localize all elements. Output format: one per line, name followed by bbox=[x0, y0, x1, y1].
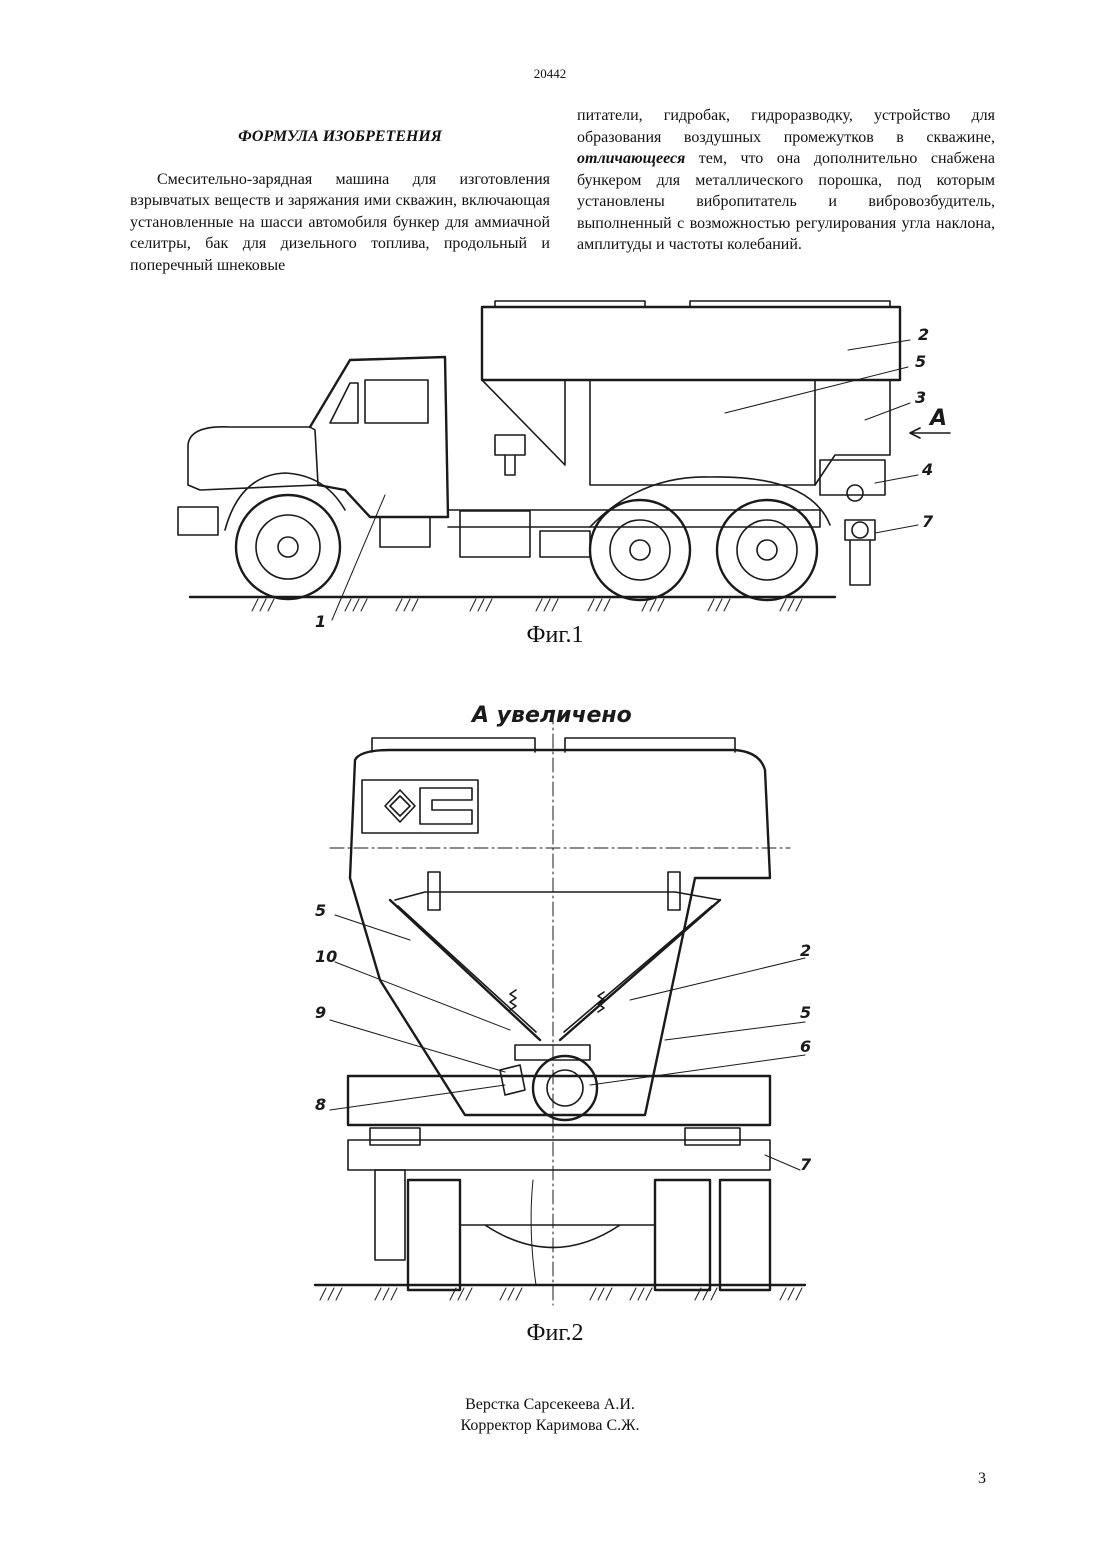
credits: Верстка Сарсекеева А.И. Корректор Каримо… bbox=[0, 1394, 1100, 1436]
fig1-leader-5 bbox=[725, 367, 908, 413]
figure1-drawing: 1 2 5 3 A 4 7 bbox=[170, 295, 970, 635]
fig2-vibro-9 bbox=[500, 1065, 525, 1095]
fig1-steps bbox=[380, 517, 430, 547]
fig1-instrument-box bbox=[495, 435, 525, 475]
credits-proofreader: Корректор Каримова С.Ж. bbox=[0, 1415, 1100, 1436]
fig1-label-4: 4 bbox=[921, 460, 933, 479]
fig1-cab-front-window bbox=[330, 383, 358, 423]
fig1-cab-window bbox=[365, 380, 428, 423]
fig1-label-2: 2 bbox=[918, 325, 929, 344]
fig1-wheel-front bbox=[236, 495, 340, 599]
fig2-label-10: 10 bbox=[315, 947, 337, 966]
fig2-leader-8 bbox=[330, 1085, 505, 1110]
credits-layout: Верстка Сарсекеева А.И. bbox=[0, 1394, 1100, 1415]
fig1-feeder-4 bbox=[820, 460, 885, 495]
fig1-vibro-7 bbox=[845, 520, 875, 585]
claims-right-column: питатели, гидробак, гидроразводку, устро… bbox=[577, 105, 995, 256]
page-number: 3 bbox=[978, 1470, 986, 1488]
fig1-feeder-circle bbox=[847, 485, 863, 501]
fig2-label-7: 7 bbox=[800, 1155, 812, 1174]
fig2-diamond bbox=[385, 790, 415, 822]
fig2-label-5-left: 5 bbox=[315, 901, 326, 920]
figure1-caption: Фиг.1 bbox=[480, 622, 630, 649]
fig2-label-2: 2 bbox=[800, 941, 811, 960]
fig1-label-5: 5 bbox=[915, 352, 926, 371]
fig2-leader-10 bbox=[335, 962, 510, 1030]
figure2-caption: Фиг.2 bbox=[480, 1320, 630, 1347]
fig2-mudflap bbox=[375, 1170, 405, 1260]
fig2-leader-2 bbox=[630, 958, 805, 1000]
fig1-hood bbox=[188, 427, 318, 490]
fig2-label-9: 9 bbox=[315, 1003, 326, 1022]
fig1-frame bbox=[448, 510, 820, 527]
fig1-bunker-3 bbox=[815, 380, 890, 485]
fig2-top-frame bbox=[395, 892, 720, 900]
fig2-leader-5-left bbox=[335, 915, 410, 940]
fig2-wheel-left bbox=[408, 1180, 460, 1290]
claims-emphasis-word: отличающееся bbox=[577, 150, 685, 167]
fig2-inner-hopper-left bbox=[390, 900, 540, 1040]
fig2-springs bbox=[510, 990, 604, 1012]
claims-text-right: питатели, гидробак, гидроразводку, устро… bbox=[577, 105, 995, 256]
fig2-exciter-6 bbox=[533, 1056, 597, 1120]
fig2-title: А увеличено bbox=[470, 703, 632, 728]
fig1-vibro-7-circle bbox=[852, 522, 868, 538]
fig2-label-6: 6 bbox=[800, 1037, 811, 1056]
claims-left-column: ФОРМУЛА ИЗОБРЕТЕНИЯ Смесительно-зарядная… bbox=[130, 126, 550, 276]
fig1-leader-3 bbox=[865, 403, 910, 420]
fig1-leader-7 bbox=[875, 525, 918, 533]
fig2-leader-9 bbox=[330, 1020, 505, 1072]
fig1-label-1: 1 bbox=[315, 612, 326, 631]
fig1-bumper bbox=[178, 507, 218, 535]
fig1-label-a: A bbox=[928, 406, 947, 431]
claims-text-right-start: питатели, гидробак, гидроразводку, устро… bbox=[577, 107, 995, 146]
fig2-axle bbox=[460, 1225, 655, 1248]
fig1-wheel-mid bbox=[590, 500, 690, 600]
patent-number: 20442 bbox=[0, 66, 1100, 82]
fig2-label-8: 8 bbox=[315, 1095, 326, 1114]
fig1-label-7: 7 bbox=[922, 512, 934, 531]
claims-text-left: Смесительно-зарядная машина для изготовл… bbox=[130, 169, 550, 277]
fig2-lights bbox=[370, 1128, 740, 1145]
fig2-leader-5-right bbox=[665, 1022, 805, 1040]
fig1-label-3: 3 bbox=[915, 388, 926, 407]
fig2-inner-hopper-right-2 bbox=[564, 906, 712, 1032]
fig2-leader-6 bbox=[590, 1055, 805, 1085]
fig2-chain bbox=[531, 1180, 536, 1285]
fig2-wheel-right bbox=[655, 1180, 770, 1290]
fig2-rear-frame bbox=[348, 1076, 770, 1125]
fig1-bunker-top bbox=[482, 307, 900, 380]
claims-heading: ФОРМУЛА ИЗОБРЕТЕНИЯ bbox=[130, 126, 550, 148]
fig1-tank bbox=[460, 511, 590, 557]
fig1-bunker-5 bbox=[590, 380, 815, 485]
figure2-drawing: А увеличено 5 10 9 8 bbox=[300, 700, 820, 1320]
fig1-wheel-rear bbox=[717, 500, 817, 600]
fig2-brackets bbox=[428, 872, 680, 910]
fig2-sign-lines bbox=[420, 788, 472, 824]
fig2-label-5-right: 5 bbox=[800, 1003, 811, 1022]
fig2-inner-hopper-right bbox=[560, 900, 720, 1040]
fig1-leader-4 bbox=[875, 475, 918, 483]
fig1-ground-hatch bbox=[252, 599, 802, 611]
